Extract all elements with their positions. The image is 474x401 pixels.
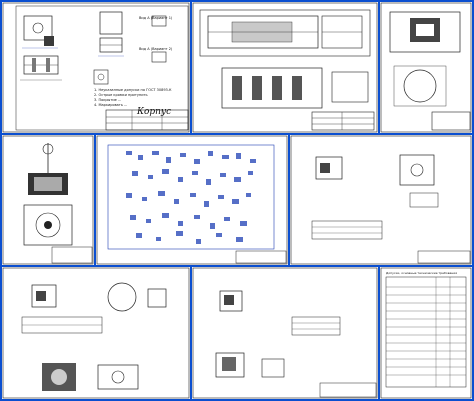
- table-graphics: [380, 267, 472, 399]
- operation-sketch-2-graphics: [2, 267, 190, 399]
- view-label-1: Вид А (Вариант 1): [139, 16, 173, 20]
- layout-plan-graphics: [96, 135, 288, 265]
- operation-sketch-1-graphics: [290, 135, 472, 265]
- sheet-assembly[interactable]: [192, 2, 378, 133]
- sheet-operation-sketch-3[interactable]: [192, 267, 378, 399]
- part-drawing-graphics: [2, 2, 190, 133]
- sheet-layout-plan[interactable]: [96, 135, 288, 265]
- sheet-specification-table[interactable]: Допуски, основные технические требования: [380, 267, 472, 399]
- measuring-device-graphics: [2, 135, 94, 265]
- sheet-operation-sketch-1[interactable]: [290, 135, 472, 265]
- note-2: 2. Острые кромки притупить: [94, 93, 148, 97]
- table-title: Допуски, основные технические требования: [386, 271, 458, 275]
- operation-sketch-3-graphics: [192, 267, 378, 399]
- sheet-part-drawing[interactable]: Вид А (Вариант 1) Вид А (Вариант 2) 1. Н…: [2, 2, 190, 133]
- sheet-measuring-device[interactable]: [2, 135, 94, 265]
- note-3: 3. Покрытие ...: [94, 98, 122, 102]
- sheet-fixture[interactable]: [380, 2, 472, 133]
- note-1: 1. Неуказанные допуски по ГОСТ 30893-К: [94, 88, 172, 92]
- fixture-graphics: [380, 2, 472, 133]
- assembly-graphics: [192, 2, 378, 133]
- title-block-name: Корпус: [137, 107, 172, 117]
- view-label-2: Вид А (Вариант 2): [139, 47, 173, 51]
- sheet-operation-sketch-2[interactable]: [2, 267, 190, 399]
- note-4: 4. Маркировать ...: [94, 103, 128, 107]
